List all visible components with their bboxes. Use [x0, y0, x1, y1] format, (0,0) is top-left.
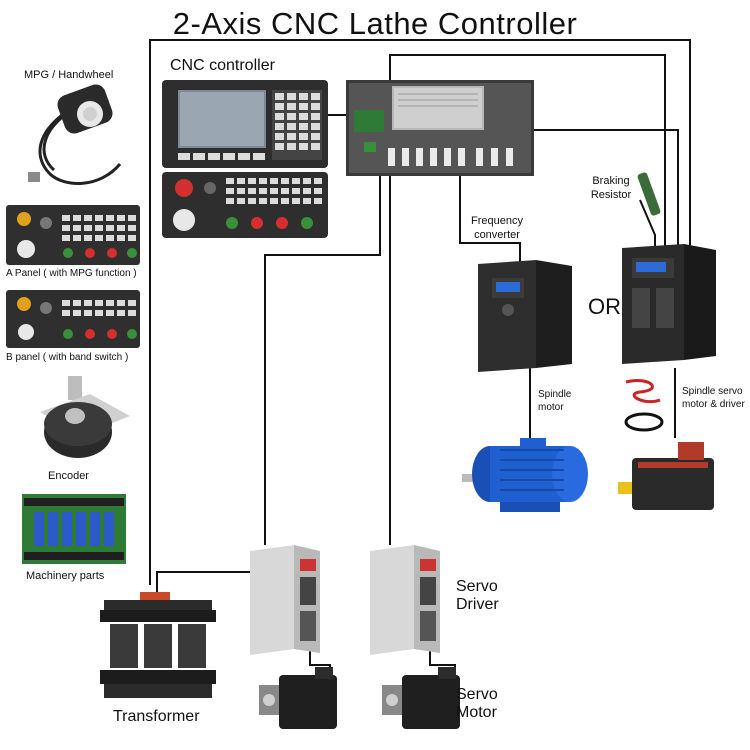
servo-motor-icon [382, 667, 460, 729]
diagram-title: 2-Axis CNC Lathe Controller [172, 6, 578, 41]
servo-motor-label: Servo Motor [456, 686, 510, 722]
frequency-converter-text: Frequency converter [471, 215, 523, 241]
inverter-icon [478, 260, 572, 372]
braking-resistor-icon [637, 172, 661, 216]
servo-driver-label: Servo Driver [456, 578, 516, 614]
cnc-panel-icon [162, 80, 328, 238]
cnc-controller-label: CNC controller [170, 57, 275, 74]
mpg-label: MPG / Handwheel [24, 69, 114, 81]
spindle-servo-text: Spindle servo motor & driver [682, 386, 745, 410]
b-panel-label: B panel ( with band switch ) [6, 352, 129, 363]
spindle-motor-text: Spindle motor [538, 389, 572, 413]
machinery-parts-label: Machinery parts [26, 570, 105, 582]
spindle-servo-motor-icon [618, 442, 714, 510]
main-frame-wire [149, 39, 691, 585]
power-wire-top [389, 54, 666, 252]
or-label: OR [588, 294, 621, 319]
transformer-wire [156, 571, 255, 595]
cabinet-to-servo-driver-1-wire [264, 165, 381, 545]
servo-cables-icon [624, 379, 664, 432]
spindle-servo-label: Spindle servo motor & driver [682, 385, 750, 411]
a-panel-label: A Panel ( with MPG function ) [6, 268, 137, 279]
handwheel-icon [28, 84, 122, 185]
b-panel-icon [6, 290, 140, 348]
transformer-label: Transformer [113, 708, 200, 725]
servo-driver-text: Servo Driver [456, 578, 499, 613]
frequency-converter-label: Frequency converter [466, 214, 528, 242]
spindle-motor-icon [462, 438, 588, 512]
servo-driver-icon [250, 545, 320, 655]
encoder-icon [40, 376, 130, 458]
cabinet-to-inverter-wire [459, 160, 521, 262]
spindle-motor-label: Spindle motor [538, 388, 578, 414]
servo-motor-icon [259, 667, 337, 729]
braking-resistor-text: Braking Resistor [590, 175, 632, 201]
transformer-icon [100, 592, 216, 698]
encoder-label: Encoder [48, 470, 89, 482]
servo-motor-text: Servo Motor [456, 686, 498, 721]
a-panel-icon [6, 205, 140, 265]
relay-board-icon [22, 494, 126, 564]
braking-resistor-label: Braking Resistor [586, 174, 636, 202]
spindle-servo-driver-icon [622, 244, 716, 364]
servo-driver-icon [370, 545, 440, 655]
electrical-cabinet-icon [346, 80, 534, 176]
